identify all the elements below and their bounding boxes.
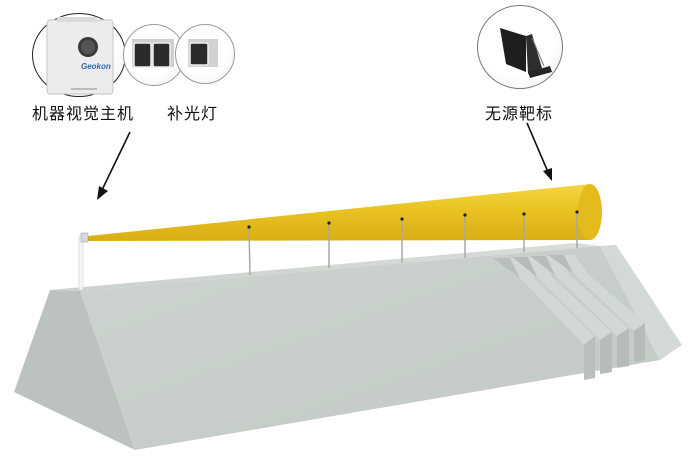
beam-end bbox=[578, 184, 602, 240]
machine-vision-host-icon: Geokon bbox=[46, 17, 114, 95]
light-label: 补光灯 bbox=[167, 104, 219, 123]
passive-target-icon bbox=[500, 28, 552, 78]
dam-end-face bbox=[14, 290, 135, 450]
camera-pole bbox=[78, 235, 84, 291]
light-thumbnail-1 bbox=[123, 24, 185, 86]
dam-crest bbox=[50, 243, 600, 291]
svg-text:Geokon: Geokon bbox=[81, 62, 111, 71]
target-thumbnail bbox=[477, 5, 563, 89]
light-thumbnail-2 bbox=[175, 24, 235, 84]
host-thumbnail: Geokon bbox=[32, 13, 126, 97]
fill-light-icon bbox=[132, 39, 174, 68]
arrow-to-host bbox=[97, 131, 131, 200]
fill-light-icon bbox=[188, 39, 218, 67]
dam-right-slope bbox=[600, 245, 682, 360]
target-label: 无源靶标 bbox=[485, 104, 554, 123]
camera-beam bbox=[88, 184, 598, 241]
target-poles bbox=[248, 212, 578, 276]
host-label: 机器视觉主机 bbox=[32, 104, 135, 123]
arrow-to-target bbox=[526, 122, 552, 181]
dam-front-slope bbox=[80, 246, 660, 450]
spillway-steps bbox=[493, 255, 645, 380]
camera-housing bbox=[80, 232, 89, 243]
